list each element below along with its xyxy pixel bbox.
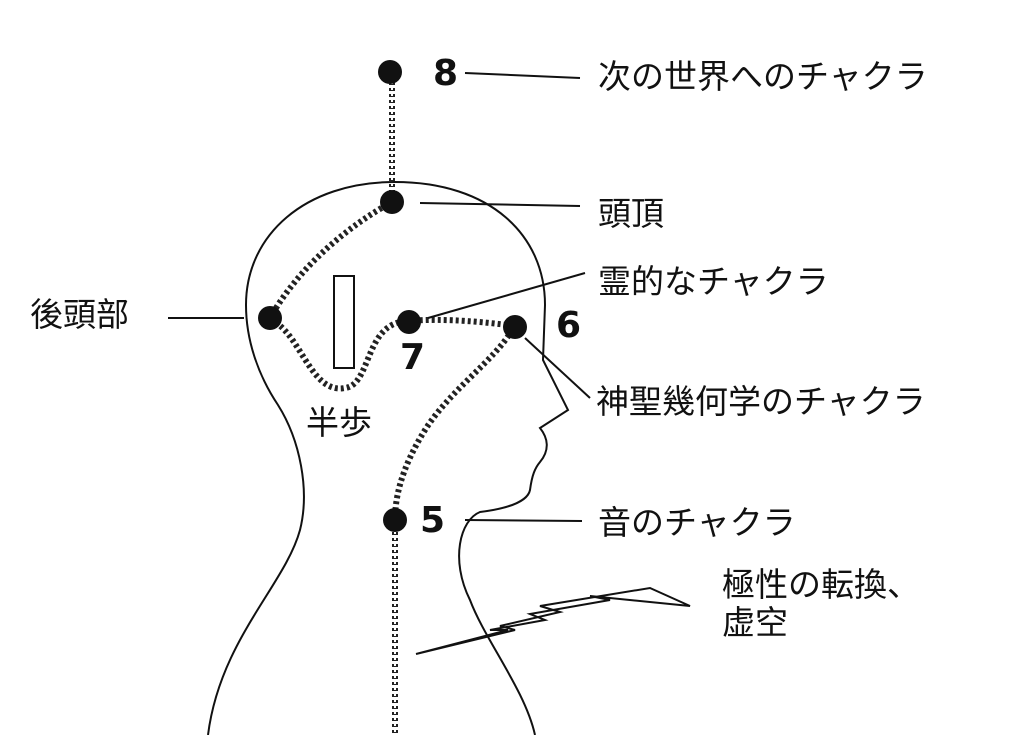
chakra-point-7 [397, 310, 421, 334]
channel-6-to-5 [392, 328, 515, 521]
channel-crown-to-occiput [267, 199, 394, 320]
chakra-number-7: 7 [400, 337, 426, 378]
half-step-rectangle [333, 275, 355, 369]
chakra-number-5: 5 [420, 500, 446, 541]
leader-line-sacred-geometry [524, 337, 591, 399]
chakra-number-6: 6 [556, 305, 582, 346]
body-silhouette [207, 180, 570, 736]
chakra-number-8: 8 [433, 53, 459, 94]
label-crown: 頭頂 [598, 194, 664, 233]
label-void: 虚空 [722, 603, 788, 642]
label-occiput: 後頭部 [30, 295, 129, 334]
label-half-step: 半歩 [306, 403, 372, 442]
chakra-point-crown [380, 190, 404, 214]
leader-line-sound [464, 519, 583, 522]
label-spiritual-chakra: 霊的なチャクラ [598, 262, 829, 301]
chakra-point-occiput [258, 306, 282, 330]
chakra-point-6 [503, 315, 527, 339]
leader-line-crown [419, 202, 581, 207]
channel-occiput-to-6 [268, 316, 516, 392]
chakra-point-5 [383, 508, 407, 532]
label-next-world-chakra: 次の世界へのチャクラ [598, 57, 928, 96]
lightning-bolt-icon [415, 586, 691, 655]
label-polarity-reversal: 極性の転換、 [722, 565, 920, 604]
leader-line-spiritual [427, 272, 586, 319]
leader-line-8 [464, 72, 581, 79]
chakra-point-8 [378, 60, 402, 84]
label-sound-chakra: 音のチャクラ [598, 503, 796, 542]
label-sacred-geometry-chakra: 神聖幾何学のチャクラ [596, 382, 926, 421]
